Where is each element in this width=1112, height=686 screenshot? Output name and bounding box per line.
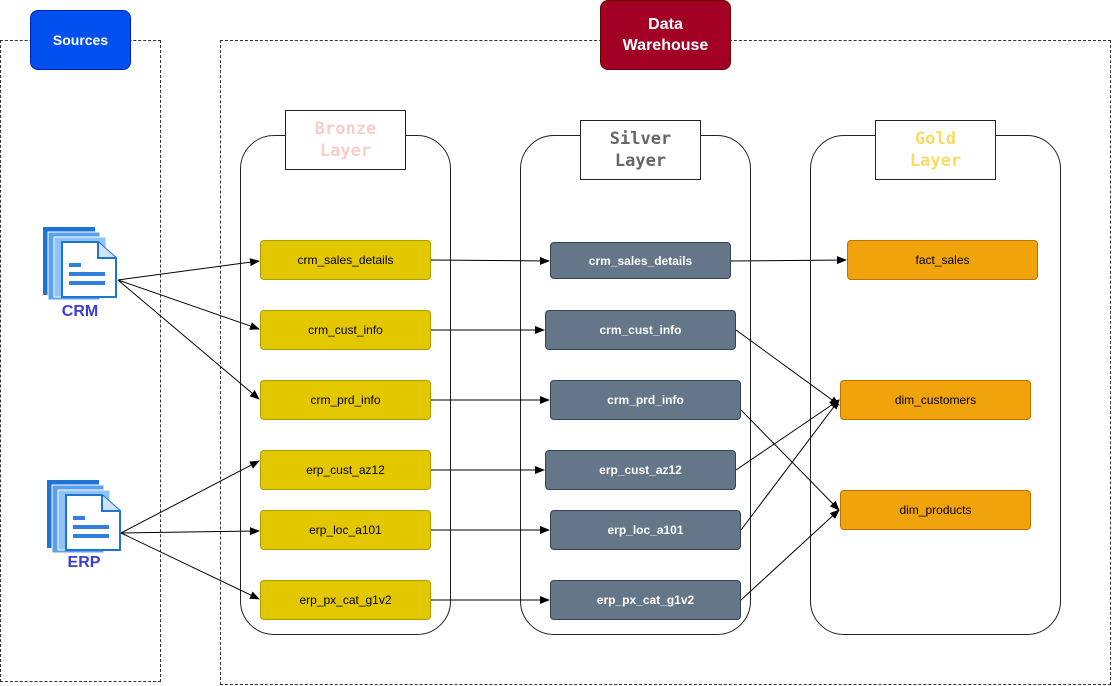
data-warehouse-header: Data Warehouse bbox=[600, 0, 731, 70]
bronze-table-crm-sales-details[interactable]: crm_sales_details bbox=[260, 240, 431, 280]
bronze-table-erp-loc-a101[interactable]: erp_loc_a101 bbox=[260, 510, 431, 550]
gold-table-dim-products[interactable]: dim_products bbox=[840, 490, 1031, 530]
document-stack-icon bbox=[47, 480, 121, 554]
sources-header: Sources bbox=[30, 10, 131, 70]
erp-source: ERP bbox=[44, 478, 124, 578]
erp-label: ERP bbox=[67, 554, 101, 571]
edge-crm-to-crm-cust-info bbox=[117, 279, 260, 330]
edge-silver-az12-to-dim-customers bbox=[735, 399, 840, 471]
silver-table-crm-sales-details[interactable]: crm_sales_details bbox=[550, 242, 731, 279]
edge-silver-cust-to-dim-customers bbox=[735, 329, 840, 406]
edge-erp-to-erp-loc-a101 bbox=[120, 527, 260, 536]
gold-layer-title: Gold Layer bbox=[875, 120, 996, 180]
edge-silver-loc-to-dim-customers bbox=[740, 399, 840, 531]
crm-label: CRM bbox=[61, 303, 99, 320]
bronze-table-erp-px-cat-g1v2[interactable]: erp_px_cat_g1v2 bbox=[260, 580, 431, 620]
silver-layer-title: Silver Layer bbox=[580, 120, 701, 180]
silver-table-crm-prd-info[interactable]: crm_prd_info bbox=[550, 380, 741, 420]
edge-bronze-to-silver-sales bbox=[430, 256, 550, 265]
edge-silver-sales-to-fact-sales bbox=[730, 256, 847, 265]
crm-source: CRM bbox=[40, 225, 120, 325]
edge-erp-to-erp-px-cat bbox=[120, 532, 260, 600]
bronze-layer-title: Bronze Layer bbox=[285, 110, 406, 170]
edge-crm-to-crm-prd-info bbox=[117, 279, 260, 400]
edge-silver-px-to-dim-products bbox=[740, 509, 840, 601]
document-stack-icon bbox=[43, 227, 117, 301]
edge-erp-to-erp-cust-az12 bbox=[120, 460, 260, 534]
gold-table-dim-customers[interactable]: dim_customers bbox=[840, 380, 1031, 420]
edge-crm-to-crm-sales-details bbox=[117, 258, 260, 281]
silver-table-erp-loc-a101[interactable]: erp_loc_a101 bbox=[550, 510, 741, 550]
silver-table-crm-cust-info[interactable]: crm_cust_info bbox=[545, 310, 736, 350]
bronze-table-crm-cust-info[interactable]: crm_cust_info bbox=[260, 310, 431, 350]
edge-silver-prd-to-dim-products bbox=[740, 409, 840, 511]
silver-table-erp-cust-az12[interactable]: erp_cust_az12 bbox=[545, 450, 736, 490]
silver-table-erp-px-cat-g1v2[interactable]: erp_px_cat_g1v2 bbox=[550, 580, 741, 620]
gold-table-fact-sales[interactable]: fact_sales bbox=[847, 240, 1038, 280]
bronze-table-crm-prd-info[interactable]: crm_prd_info bbox=[260, 380, 431, 420]
bronze-table-erp-cust-az12[interactable]: erp_cust_az12 bbox=[260, 450, 431, 490]
